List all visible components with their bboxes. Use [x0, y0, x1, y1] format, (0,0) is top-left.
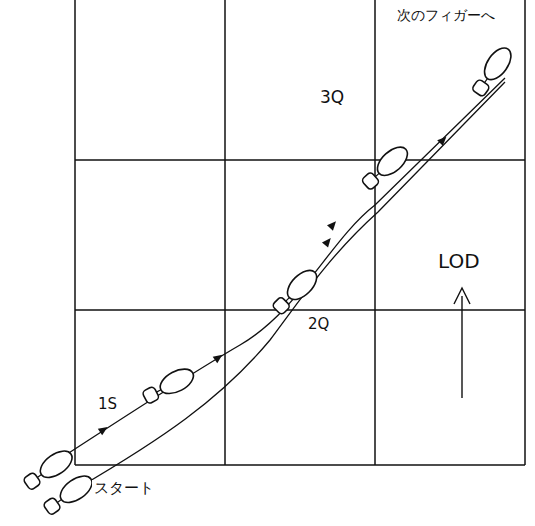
start-label: スタート — [92, 480, 156, 497]
floor-grid — [75, 0, 525, 465]
step-count-label: 3Q — [318, 88, 346, 107]
direction-arrows — [98, 134, 449, 436]
step-path — [58, 78, 505, 488]
lod-label: LOD — [436, 250, 482, 272]
next-figure-note: 次のフィガーへ — [395, 8, 497, 23]
footprints — [21, 43, 516, 518]
step-count-label: 2Q — [306, 316, 331, 333]
lod-arrow — [454, 288, 470, 398]
step-count-label: 1S — [96, 396, 119, 413]
